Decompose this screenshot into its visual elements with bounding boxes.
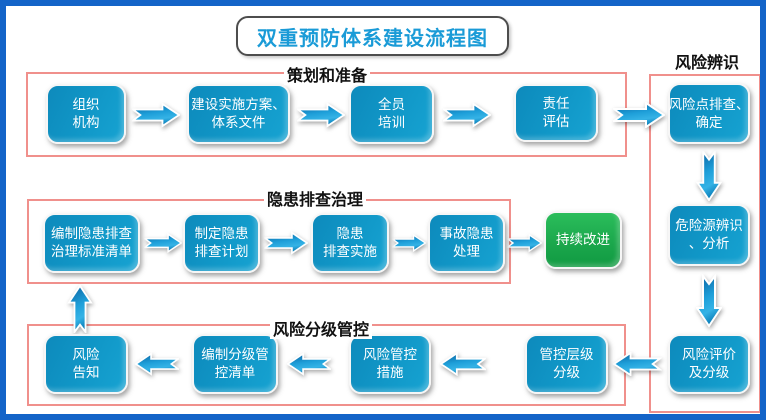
arrow-right-icon <box>144 231 182 255</box>
node-hazard-checklist: 编制隐患排查治理标准清单 <box>43 213 140 273</box>
arrow-left-icon <box>440 352 486 376</box>
diagram-title-box: 双重预防体系建设流程图 <box>236 16 509 56</box>
node-control-level-grading: 管控层级分级 <box>525 334 608 394</box>
arrow-right-icon <box>613 102 665 128</box>
arrow-right-icon <box>443 102 491 128</box>
group-planning-label: 策划和准备 <box>284 68 371 85</box>
group-hazard-label: 隐患排查治理 <box>264 192 367 209</box>
node-risk-notification: 风险告知 <box>44 334 128 394</box>
arrow-right-icon <box>264 231 308 255</box>
node-hazard-source-identification: 危险源辨识、分析 <box>668 204 750 266</box>
arrow-left-icon <box>612 352 662 376</box>
node-inspection-implementation: 隐患排查实施 <box>311 213 389 273</box>
node-accident-hazard-handling: 事故隐患处理 <box>428 213 505 273</box>
arrow-up-icon <box>67 285 93 333</box>
node-grading-control-list: 编制分级管控清单 <box>192 334 278 394</box>
arrow-right-icon <box>507 231 542 255</box>
arrow-right-icon <box>132 102 180 128</box>
node-all-staff-training: 全员培训 <box>349 84 434 144</box>
node-risk-point-identification: 风险点排查、确定 <box>668 83 750 144</box>
node-continuous-improvement: 持续改进 <box>544 211 622 269</box>
node-organization: 组织机构 <box>46 84 126 144</box>
node-implementation-plan: 建设实施方案、体系文件 <box>187 84 290 144</box>
arrow-right-icon <box>297 102 345 128</box>
group-risk-identify-frame <box>649 74 760 413</box>
group-risk-identify-label: 风险辨识 <box>672 55 743 72</box>
node-risk-evaluation-grading: 风险评价及分级 <box>668 334 750 394</box>
diagram-title: 双重预防体系建设流程图 <box>257 27 488 50</box>
arrow-right-icon <box>392 231 426 255</box>
arrow-left-icon <box>135 352 179 376</box>
group-control-label: 风险分级管控 <box>270 322 373 339</box>
node-inspection-plan: 制定隐患排查计划 <box>183 213 260 273</box>
node-responsibility-assessment: 责任评估 <box>514 84 598 142</box>
arrow-down-icon <box>696 274 722 328</box>
arrow-left-icon <box>287 352 331 376</box>
node-risk-control-measures: 风险管控措施 <box>349 334 431 394</box>
arrow-down-icon <box>696 151 722 201</box>
